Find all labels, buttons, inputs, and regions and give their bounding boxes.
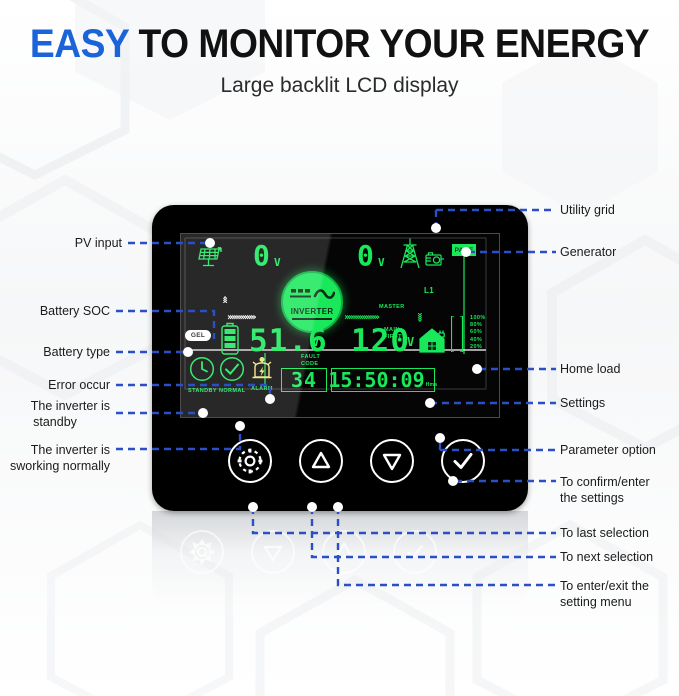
label-inverter-normal-line1: The inverter is: [30, 443, 110, 457]
timer-box[interactable]: 15:50:09 Hms: [328, 368, 438, 392]
settings-button[interactable]: [228, 439, 272, 483]
label-home-load: Home load: [560, 362, 621, 376]
label-parameter-option: Parameter option: [560, 443, 656, 457]
reflected-buttons: [180, 530, 500, 590]
pv-voltage-unit: V: [274, 256, 282, 269]
page-title-rest: TO MONITOR YOUR ENERGY: [128, 22, 650, 66]
label-inverter-standby-line2: standby: [33, 415, 77, 429]
label-confirm-enter-line2: the settings: [560, 491, 624, 505]
pv-voltage-value: 0: [253, 239, 271, 272]
label-enter-exit-line2: setting menu: [560, 595, 632, 609]
page-title: EASY TO MONITOR YOUR ENERGY: [24, 22, 655, 67]
status-alarm-label: ALARM: [251, 386, 273, 392]
label-next-selection: To next selection: [560, 550, 654, 564]
grid-voltage-value: 0: [357, 239, 375, 272]
clock-icon: [189, 356, 215, 382]
master-label: MASTER: [379, 304, 405, 310]
utility-tower-icon: [398, 241, 422, 274]
fault-label-line1: FAULT: [301, 354, 321, 360]
label-error-occur: Error occur: [48, 378, 110, 392]
up-button[interactable]: [299, 439, 343, 483]
label-pv-input: PV input: [74, 236, 122, 250]
battery-icon: [219, 322, 241, 361]
label-inverter-normal: The inverter is sworking normally: [0, 442, 110, 474]
flow-arrows-battery-to-inverter: ›››››››››››››: [227, 313, 257, 323]
home-load-icon: [417, 326, 447, 359]
check-icon: [219, 356, 245, 382]
label-generator: Generator: [560, 245, 617, 259]
reflected-gear-icon: [180, 530, 224, 574]
down-button[interactable]: [370, 439, 414, 483]
header-divider: [0, 152, 679, 182]
load-scale-100: 100%: [470, 315, 486, 321]
load-scale-40: 40%: [470, 336, 483, 343]
output-voltage-unit: V: [407, 335, 416, 349]
reflected-check-icon: [393, 530, 437, 574]
load-scale-20: 20%: [470, 343, 483, 350]
label-last-selection: To last selection: [560, 526, 649, 540]
label-confirm-enter: To confirm/enter the settings: [560, 474, 650, 506]
label-battery-type: Battery type: [43, 345, 110, 359]
fault-code-value: 34: [290, 368, 318, 392]
reflected-triangle-down-icon: [251, 530, 295, 574]
flow-arrows-battery-up: ›››: [220, 297, 231, 304]
confirm-button[interactable]: [441, 439, 485, 483]
main-first-label: MAIN FIRST: [384, 327, 402, 340]
timer-unit: Hms: [425, 382, 438, 388]
inverter-device: 0 V 0 V: [152, 205, 528, 511]
label-battery-soc: Battery SOC: [39, 304, 110, 318]
label-confirm-enter-line1: To confirm/enter: [560, 475, 650, 489]
inverter-label: INVERTER: [290, 307, 334, 317]
lcd-display: 0 V 0 V: [180, 233, 500, 418]
pv-panel-icon: [197, 246, 223, 273]
inverter-status-icon: INVERTER: [281, 271, 343, 333]
grid-voltage-unit: V: [378, 256, 386, 269]
triangle-down-icon: [382, 453, 402, 471]
output-voltage-value: 120: [351, 323, 410, 359]
status-normal-label: NORMAL: [219, 388, 246, 394]
generator-icon: [424, 250, 446, 273]
flow-arrows-down-to-house: ››››: [414, 312, 425, 321]
status-standby: STANDBY: [188, 356, 217, 394]
label-enter-exit-line1: To enter/exit the: [560, 579, 649, 593]
load-scale: 100% 80% 60% 40% 20%: [470, 315, 486, 351]
load-scale-60: 60%: [470, 329, 483, 336]
button-row: [180, 433, 500, 491]
label-utility-grid: Utility grid: [560, 203, 615, 217]
gear-icon: [237, 448, 263, 474]
label-inverter-standby-line1: The inverter is: [30, 399, 110, 413]
label-settings: Settings: [560, 396, 606, 410]
check-icon: [453, 453, 473, 469]
load-level-bar: [450, 315, 467, 357]
status-alarm: ALARM: [249, 354, 275, 392]
battery-voltage-unit: V: [312, 335, 321, 349]
label-enter-exit-menu: To enter/exit the setting menu: [560, 578, 649, 610]
main-first-line1: MAIN: [384, 327, 400, 333]
label-inverter-standby: The inverter is standby: [0, 398, 110, 430]
fault-label-line2: CODE: [301, 360, 319, 367]
alarm-bell-icon: [252, 357, 272, 379]
flow-arrows-inverter-to-load: ››››››››››››››››: [344, 313, 380, 323]
battery-type-label: GEL: [190, 332, 206, 339]
load-scale-80: 80%: [470, 322, 483, 329]
triangle-up-icon: [311, 451, 331, 469]
timer-value: 15:50:09: [328, 368, 425, 392]
status-normal: NORMAL: [219, 356, 246, 394]
page-title-highlight: EASY: [29, 22, 129, 66]
fault-code-box[interactable]: 34: [281, 368, 327, 392]
battery-type-badge[interactable]: GEL: [185, 330, 211, 341]
inverter-underline: [292, 318, 332, 320]
page-subtitle: Large backlit LCD display: [220, 74, 459, 97]
label-inverter-normal-line2: sworking normally: [9, 459, 110, 473]
battery-voltage-value: 51.6: [249, 323, 328, 359]
status-standby-label: STANDBY: [188, 388, 217, 394]
main-first-line2: FIRST: [384, 333, 402, 340]
reflected-triangle-up-icon: [322, 530, 366, 574]
line-label: L1: [424, 286, 435, 295]
fault-code-label: FAULT CODE: [301, 354, 320, 367]
